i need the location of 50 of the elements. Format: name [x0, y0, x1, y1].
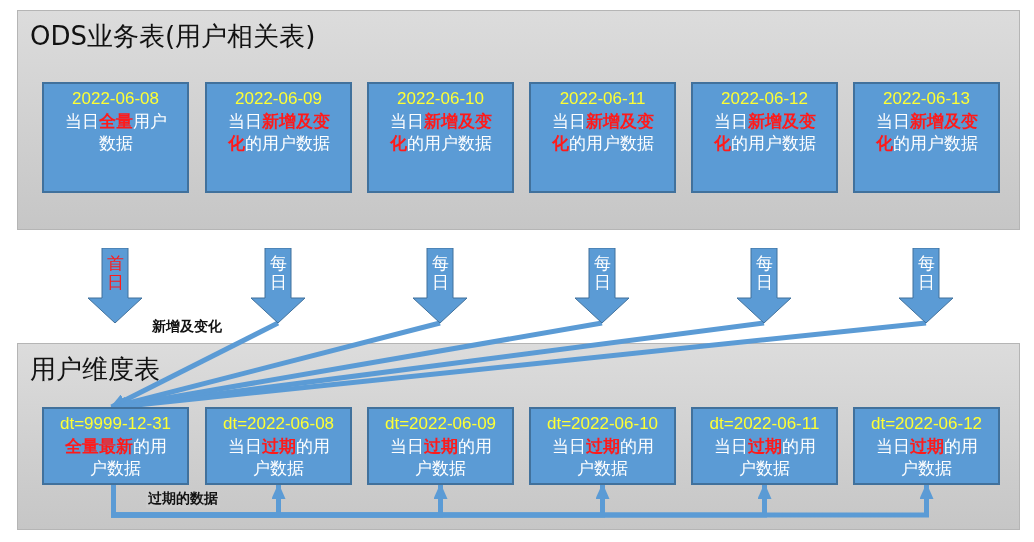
box-text: 当日过期的用户数据	[712, 435, 817, 479]
data-box	[367, 407, 514, 485]
data-box	[853, 407, 1000, 485]
edge-label: 新增及变化	[150, 318, 224, 336]
arrow-text: 每日	[755, 254, 773, 292]
date-label: 2022-06-12	[720, 88, 809, 110]
edge-label: 过期的数据	[146, 490, 220, 508]
date-label: dt=2022-06-08	[223, 413, 334, 435]
arrow-text: 每日	[917, 254, 935, 292]
box-text: 当日新增及变化的用户数据	[712, 110, 817, 154]
arrow-text: 每日	[593, 254, 611, 292]
date-label: 2022-06-10	[396, 88, 485, 110]
data-box	[367, 82, 514, 193]
date-label: dt=2022-06-09	[385, 413, 496, 435]
box-text: 当日全量用户数据	[63, 110, 168, 154]
arrow-text: 每日	[269, 254, 287, 292]
date-label: 2022-06-13	[882, 88, 971, 110]
box-text: 全量最新的用户数据	[63, 435, 168, 479]
date-label: dt=2022-06-12	[871, 413, 982, 435]
data-box	[691, 407, 838, 485]
box-text: 当日过期的用户数据	[874, 435, 979, 479]
date-label: dt=9999-12-31	[60, 413, 171, 435]
data-box	[205, 82, 352, 193]
box-text: 当日新增及变化的用户数据	[874, 110, 979, 154]
panel-title: 用户维度表	[30, 353, 160, 386]
data-box	[529, 407, 676, 485]
box-text: 当日过期的用户数据	[550, 435, 655, 479]
date-label: 2022-06-11	[558, 88, 647, 110]
data-box	[42, 82, 189, 193]
table-panel	[17, 10, 1020, 230]
date-label: 2022-06-09	[234, 88, 323, 110]
box-text: 当日新增及变化的用户数据	[550, 110, 655, 154]
date-label: dt=2022-06-10	[547, 413, 658, 435]
data-box	[853, 82, 1000, 193]
panel-title: ODS业务表(用户相关表)	[30, 20, 316, 53]
date-label: 2022-06-08	[71, 88, 160, 110]
data-box	[205, 407, 352, 485]
date-label: dt=2022-06-11	[709, 413, 820, 435]
box-text: 当日过期的用户数据	[388, 435, 493, 479]
data-box	[529, 82, 676, 193]
arrow-text: 每日	[431, 254, 449, 292]
data-box	[691, 82, 838, 193]
box-text: 当日新增及变化的用户数据	[388, 110, 493, 154]
arrow	[109, 320, 280, 410]
data-box	[42, 407, 189, 485]
table-panel	[17, 343, 1020, 530]
arrow	[111, 483, 934, 518]
box-text: 当日过期的用户数据	[226, 435, 331, 479]
box-text: 当日新增及变化的用户数据	[226, 110, 331, 154]
arrow-text: 首日	[106, 254, 124, 292]
